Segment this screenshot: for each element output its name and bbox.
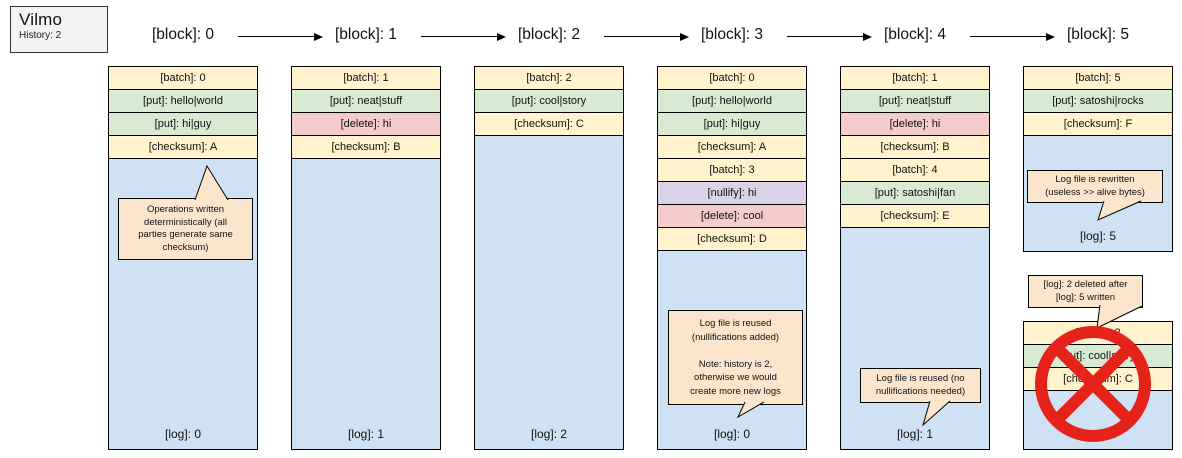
op-row-batch: [batch]: 4: [840, 158, 990, 182]
op-row-delete: [delete]: hi: [291, 112, 441, 136]
op-row-batch: [batch]: 0: [657, 66, 807, 90]
op-row-checksum: [checksum]: B: [291, 135, 441, 159]
op-row-batch: [batch]: 5: [1023, 66, 1173, 90]
flow-arrow: [421, 32, 506, 41]
log-file-area: [log]: 2: [1023, 390, 1173, 450]
callout-log-rewritten: Log file is rewritten (useless >> alive …: [1027, 170, 1163, 203]
block-label-5: [block]: 5: [1066, 26, 1130, 43]
flow-arrow: [238, 32, 323, 41]
op-row-checksum: [checksum]: A: [657, 135, 807, 159]
block-stack-4: [batch]: 1[put]: neat|stuff[delete]: hi[…: [840, 66, 990, 450]
log-file-area: [log]: 2: [474, 135, 624, 450]
vilmo-panel: Vilmo History: 2: [10, 6, 108, 53]
op-row-nullify: [nullify]: hi: [657, 181, 807, 205]
op-row-put: [put]: hello|world: [657, 89, 807, 113]
block-label-1: [block]: 1: [334, 26, 398, 43]
app-title: Vilmo: [19, 10, 63, 29]
op-row-put: [put]: cool|story: [1023, 344, 1173, 368]
op-row-checksum: [checksum]: E: [840, 204, 990, 228]
op-row-delete: [delete]: hi: [840, 112, 990, 136]
op-row-batch: [batch]: 3: [657, 158, 807, 182]
log-file-area: [log]: 1: [840, 227, 990, 450]
callout-log-reused-nullifications: Log file is reused (nullifications added…: [668, 310, 803, 405]
op-row-checksum: [checksum]: D: [657, 227, 807, 251]
callout-text: Operations written deterministically (al…: [138, 204, 233, 253]
op-row-checksum: [checksum]: C: [1023, 367, 1173, 391]
callout-text: Log file is rewritten (useless >> alive …: [1045, 174, 1145, 198]
op-row-put: [put]: hi|guy: [657, 112, 807, 136]
log-label: [log]: 2: [1079, 427, 1117, 441]
log-label: [log]: 0: [164, 427, 202, 441]
op-row-put: [put]: satoshi|rocks: [1023, 89, 1173, 113]
op-row-checksum: [checksum]: B: [840, 135, 990, 159]
callout-log-reused-clean: Log file is reused (no nullifications ne…: [860, 368, 981, 403]
block-label-0: [block]: 0: [151, 26, 215, 43]
flow-arrow: [970, 32, 1055, 41]
history-setting: History: 2: [19, 30, 62, 41]
block-stack-5: [batch]: 5[put]: satoshi|rocks[checksum]…: [1023, 66, 1173, 252]
op-row-put: [put]: hi|guy: [108, 112, 258, 136]
callout-text: Log file is reused (nullifications added…: [690, 318, 781, 397]
log-label: [log]: 0: [713, 427, 751, 441]
flow-arrow: [787, 32, 872, 41]
callout-text: Log file is reused (no nullifications ne…: [875, 373, 966, 397]
op-row-checksum: [checksum]: A: [108, 135, 258, 159]
op-row-checksum: [checksum]: F: [1023, 112, 1173, 136]
op-row-delete: [delete]: cool: [657, 204, 807, 228]
callout-text: [log]: 2 deleted after [log]: 5 written: [1043, 279, 1128, 303]
log-label: [log]: 1: [347, 427, 385, 441]
op-row-put: [put]: satoshi|fan: [840, 181, 990, 205]
op-row-batch: [batch]: 0: [108, 66, 258, 90]
block-label-2: [block]: 2: [517, 26, 581, 43]
callout-deterministic-checksum: Operations written deterministically (al…: [118, 198, 253, 260]
op-row-put: [put]: hello|world: [108, 89, 258, 113]
op-row-put: [put]: neat|stuff: [291, 89, 441, 113]
block-stack-3: [batch]: 0[put]: hello|world[put]: hi|gu…: [657, 66, 807, 450]
block-label-3: [block]: 3: [700, 26, 764, 43]
block-stack-1: [batch]: 1[put]: neat|stuff[delete]: hi[…: [291, 66, 441, 450]
op-row-batch: [batch]: 1: [840, 66, 990, 90]
op-row-checksum: [checksum]: C: [474, 112, 624, 136]
log-label: [log]: 2: [530, 427, 568, 441]
op-row-batch: [batch]: 2: [474, 66, 624, 90]
op-row-batch: [batch]: 1: [291, 66, 441, 90]
op-row-batch: [batch]: 2: [1023, 321, 1173, 345]
flow-arrow: [604, 32, 689, 41]
log-label: [log]: 1: [896, 427, 934, 441]
deleted-log-stack: [batch]: 2[put]: cool|story[checksum]: C…: [1023, 321, 1173, 450]
block-label-4: [block]: 4: [883, 26, 947, 43]
log-file-area: [log]: 1: [291, 158, 441, 450]
block-stack-2: [batch]: 2[put]: cool|story[checksum]: C…: [474, 66, 624, 450]
op-row-put: [put]: cool|story: [474, 89, 624, 113]
op-row-put: [put]: neat|stuff: [840, 89, 990, 113]
log-label: [log]: 5: [1079, 229, 1117, 243]
callout-log-deleted: [log]: 2 deleted after [log]: 5 written: [1028, 275, 1143, 308]
